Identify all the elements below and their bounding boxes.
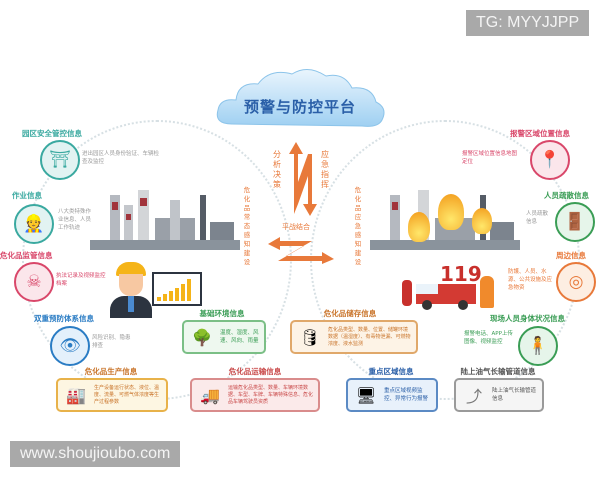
analysis-decision-label: 分析决策	[273, 150, 281, 189]
worker-illustration	[108, 262, 154, 318]
alarm-location-icon[interactable]: 📍	[530, 140, 570, 180]
exit-icon[interactable]: 🚪	[555, 202, 595, 242]
box-text-environment: 温度、湿度、风速、风向、雨量	[220, 330, 259, 344]
peace-war-label: 平战结合	[282, 223, 310, 231]
cloud-icon	[216, 69, 385, 127]
platform-title: 预警与防控平台	[243, 98, 356, 116]
burning-plant-illustration	[370, 180, 520, 250]
barrel-icon: 🛢	[299, 327, 321, 347]
box-title-key-area: 重点区域信息	[368, 367, 414, 376]
node-desc-operation: 八大类特殊作业信息、人员工作轨迹	[58, 209, 92, 231]
node-title-operation: 作业信息	[12, 191, 42, 200]
person-status-icon[interactable]: 🧍	[518, 326, 558, 366]
box-title-pipeline: 陆上油气长输管道信息	[460, 367, 536, 376]
box-text-production: 生产设备运行状态、液位、温度、流量、可燃气体浓度等生产过程参数	[94, 384, 160, 405]
node-desc-park-safety: 进出园区人员身份验证、车辆检查及监控	[82, 151, 160, 165]
industrial-skyline-illustration	[90, 180, 240, 250]
node-title-hazmat-supervision: 危化品监管信息	[0, 251, 53, 260]
watermark-bottom-left: www.shoujioubo.com	[10, 441, 181, 467]
node-title-alarm-location: 报警区域位置信息	[510, 129, 570, 138]
box-text-key-area: 重点区域视频监控、异常行为报警	[384, 388, 429, 402]
node-desc-hazmat-supervision: 执法记录及视频监控档案	[56, 273, 106, 287]
gate-icon[interactable]: ⛩	[40, 140, 80, 180]
box-title-production: 危化品生产信息	[84, 367, 138, 376]
node-desc-alarm-location: 报警区域位置信息地图定位	[462, 151, 518, 165]
z-arrow-icon	[268, 237, 334, 264]
eye-icon[interactable]: 👁	[50, 326, 90, 366]
worker-icon[interactable]: 👷	[14, 204, 54, 244]
fire-truck-number: 119	[440, 262, 482, 286]
box-title-environment: 基础环境信息	[199, 309, 245, 318]
box-text-storage: 危化品类型、数量、位置、储罐环境数据（温湿度）、有毒物泄漏、可燃物浓度、液水监测	[328, 326, 411, 347]
pipeline-info-box[interactable]: ⤴ 陆上油气长输管道信息	[454, 378, 544, 412]
node-desc-onsite-health: 报警电话、APP上传图像、视频监控	[464, 331, 513, 345]
fire-icon	[438, 194, 464, 230]
emergency-perception-label: 危化品应急感知建设	[354, 186, 362, 266]
fire-icon	[408, 212, 430, 242]
box-text-transport: 运输危化品类型、数量、车辆环境数据、车型、车牌、车辆特殊信息、危化品车辆驾驶员资…	[228, 384, 314, 405]
node-desc-evacuation: 人员疏散信息	[526, 211, 549, 225]
node-title-evacuation: 人员疏散信息	[544, 191, 589, 200]
radar-icon[interactable]: ◎	[556, 262, 596, 302]
fire-icon	[472, 208, 492, 234]
emergency-command-label: 应急指挥	[321, 150, 329, 189]
fire-truck-illustration: 119	[400, 262, 496, 310]
node-title-onsite-health: 现场人员身体状况信息	[490, 314, 565, 323]
node-title-surroundings: 周边信息	[556, 251, 586, 260]
box-title-transport: 危化品运输信息	[228, 367, 282, 376]
environment-info-box[interactable]: 🌳 温度、湿度、风速、风向、雨量	[182, 320, 266, 354]
production-info-box[interactable]: 🏭 生产设备运行状态、液位、温度、流量、可燃气体浓度等生产过程参数	[56, 378, 168, 412]
factory-icon: 🏭	[66, 385, 86, 405]
monitor-icon: 🖥	[355, 385, 377, 405]
chart-monitor-illustration	[152, 272, 202, 306]
node-title-park-safety: 园区安全管控信息	[22, 129, 82, 138]
watermark-top-right: TG: MYYJJPP	[466, 10, 590, 36]
transport-info-box[interactable]: 🚚 运输危化品类型、数量、车辆环境数据、车型、车牌、车辆特殊信息、危化品车辆驾驶…	[190, 378, 320, 412]
truck-icon: 🚚	[200, 385, 220, 405]
key-area-info-box[interactable]: 🖥 重点区域视频监控、异常行为报警	[346, 378, 438, 412]
normal-perception-label: 危化品常态感知建设	[243, 186, 251, 266]
tree-icon: 🌳	[192, 327, 212, 347]
node-title-dual-prevention: 双重预防体系信息	[34, 314, 94, 323]
n-arrow-icon	[289, 142, 317, 216]
bottle-icon[interactable]: ☠	[14, 262, 54, 302]
node-desc-surroundings: 防護、人员、水源、公共设施及应急物资	[508, 269, 553, 291]
box-text-pipeline: 陆上油气长输管道信息	[492, 388, 537, 402]
box-title-storage: 危化品储存信息	[323, 309, 377, 318]
pipe-icon: ⤴	[465, 387, 482, 406]
node-desc-dual-prevention: 风险识别、隐患排查	[92, 335, 131, 349]
storage-info-box[interactable]: 🛢 危化品类型、数量、位置、储罐环境数据（温湿度）、有毒物泄漏、可燃物浓度、液水…	[290, 320, 418, 354]
